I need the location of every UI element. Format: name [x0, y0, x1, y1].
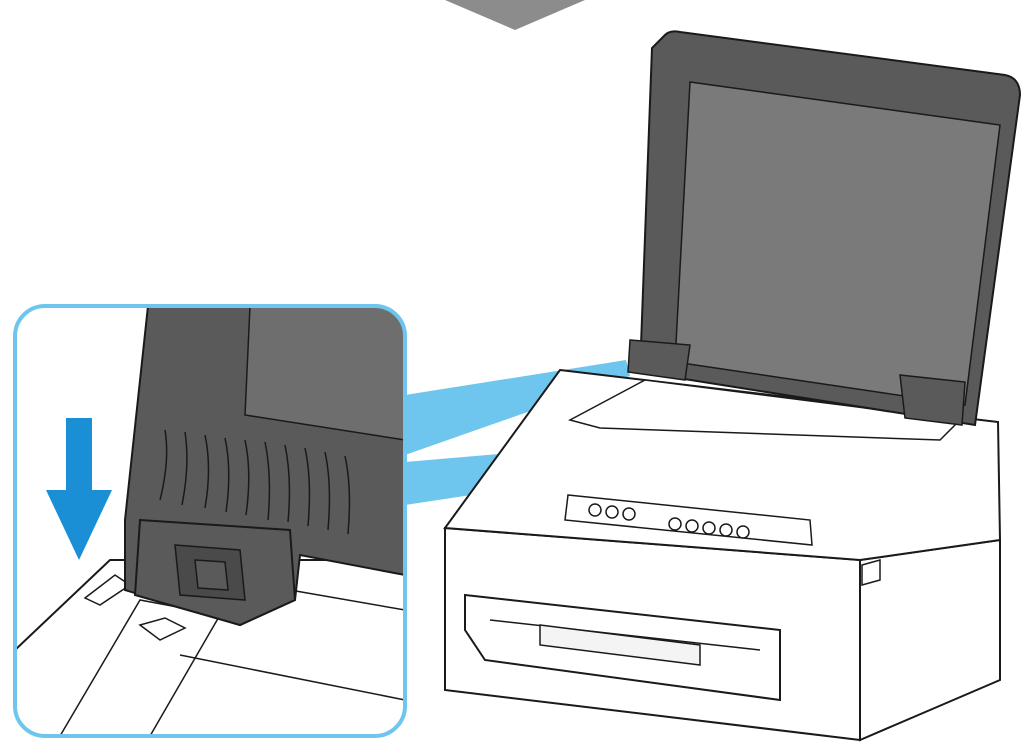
printer-body	[443, 368, 1002, 742]
step-arrow-icon	[445, 0, 585, 30]
control-panel-buttons	[564, 494, 813, 546]
hinge-detail-inset	[13, 304, 407, 738]
down-arrow-icon	[46, 418, 112, 560]
hinge-icon	[627, 339, 966, 426]
document-cover	[638, 30, 1022, 427]
